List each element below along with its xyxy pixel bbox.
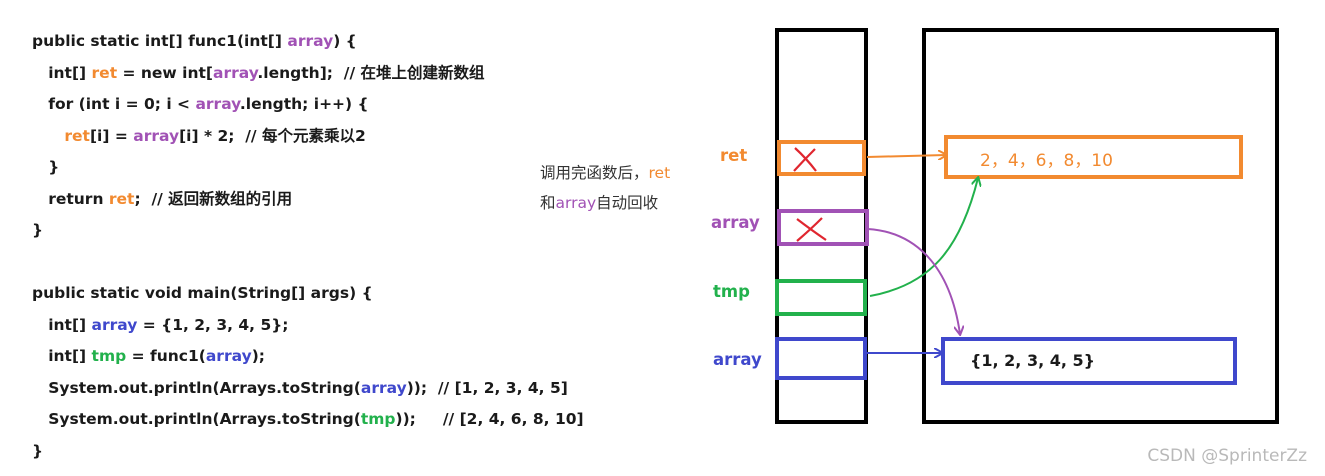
heap-orig-array-values: {1, 2, 3, 4, 5} bbox=[970, 351, 1096, 370]
code-text: return bbox=[48, 189, 109, 208]
note-text: 自动回收 bbox=[596, 194, 659, 212]
code-text: } bbox=[32, 221, 44, 239]
code-text: public static void main(String[] args) { bbox=[32, 284, 373, 302]
gc-note: 调用完函数后，ret 和array自动回收 bbox=[540, 158, 670, 218]
code-var-ret: ret bbox=[91, 63, 118, 82]
code-text: = new int[ bbox=[117, 63, 214, 82]
code-text: int[] bbox=[48, 347, 92, 365]
code-line: } bbox=[32, 436, 584, 468]
code-line: ret[i] = array[i] * 2; // 每个元素乘以2 bbox=[32, 121, 584, 153]
code-var-array: array bbox=[287, 32, 334, 50]
slot-array-func bbox=[777, 209, 869, 246]
code-text: } bbox=[32, 441, 44, 460]
label-array-func: array bbox=[711, 213, 760, 232]
code-text: = func1( bbox=[126, 347, 206, 365]
code-line: } bbox=[32, 152, 584, 184]
note-var-array: array bbox=[555, 194, 597, 212]
code-line: System.out.println(Arrays.toString(array… bbox=[32, 373, 584, 405]
code-var-array: array bbox=[91, 315, 138, 334]
cross-icon bbox=[796, 217, 827, 242]
cross-icon bbox=[793, 147, 817, 172]
code-var-tmp: tmp bbox=[360, 410, 396, 428]
code-var-ret: ret bbox=[108, 189, 135, 208]
code-line: } bbox=[32, 215, 584, 247]
code-line: System.out.println(Arrays.toString(tmp))… bbox=[32, 404, 584, 436]
arrow-ret-to-new-array bbox=[866, 155, 946, 157]
code-text: [i] = bbox=[89, 126, 134, 145]
code-text: )); // [1, 2, 3, 4, 5] bbox=[406, 378, 568, 397]
code-text: for (int i = 0; i < bbox=[48, 95, 196, 113]
arrow-tmp-to-new-array bbox=[869, 178, 978, 297]
code-text: = {1, 2, 3, 4, 5}; bbox=[137, 315, 289, 334]
code-text: public static int[] func1(int[] bbox=[32, 32, 288, 50]
code-block: public static int[] func1(int[] array) {… bbox=[32, 26, 584, 467]
code-line: public static int[] func1(int[] array) { bbox=[32, 26, 584, 58]
heap-orig-array bbox=[941, 337, 1237, 385]
code-text: int[] bbox=[48, 63, 92, 82]
note-var-ret: ret bbox=[648, 164, 671, 182]
code-text: int[] bbox=[48, 315, 92, 334]
label-ret: ret bbox=[720, 146, 748, 165]
code-line: int[] ret = new int[array.length]; // 在堆… bbox=[32, 58, 584, 90]
code-line: int[] array = {1, 2, 3, 4, 5}; bbox=[32, 310, 584, 342]
code-line: for (int i = 0; i < array.length; i++) { bbox=[32, 89, 584, 121]
slot-array-main bbox=[775, 337, 867, 380]
label-array-main: array bbox=[713, 350, 762, 369]
code-var-array: array bbox=[205, 347, 252, 365]
code-text: System.out.println(Arrays.toString( bbox=[48, 378, 361, 397]
slot-tmp bbox=[775, 279, 867, 316]
label-tmp: tmp bbox=[713, 282, 750, 301]
code-var-array: array bbox=[213, 63, 258, 82]
code-text: .length]; // 在堆上创建新数组 bbox=[257, 63, 485, 82]
code-text: [i] * 2; // 每个元素乘以2 bbox=[179, 126, 366, 145]
stack-frame bbox=[775, 28, 868, 424]
code-line: public static void main(String[] args) { bbox=[32, 278, 584, 310]
code-var-ret: ret bbox=[64, 126, 90, 145]
code-text: ; // 返回新数组的引用 bbox=[134, 189, 293, 208]
code-var-array: array bbox=[195, 95, 240, 113]
code-var-array: array bbox=[133, 126, 180, 145]
code-var-tmp: tmp bbox=[91, 347, 127, 365]
arrow-array-to-orig-array bbox=[867, 228, 960, 334]
code-text: )); // [2, 4, 6, 8, 10] bbox=[395, 410, 584, 428]
code-text: ) { bbox=[333, 32, 357, 50]
watermark: CSDN @SprinterZz bbox=[1147, 446, 1307, 466]
code-text: ); bbox=[251, 347, 265, 365]
slot-ret bbox=[777, 140, 866, 176]
heap-frame bbox=[922, 28, 1279, 424]
code-line: int[] tmp = func1(array); bbox=[32, 341, 584, 373]
note-text: 调用完函数后， bbox=[540, 164, 649, 182]
heap-new-array-values: 2，4，6，8，10 bbox=[980, 151, 1113, 171]
code-var-array: array bbox=[360, 378, 407, 397]
code-text: System.out.println(Arrays.toString( bbox=[48, 410, 361, 428]
note-text: 和 bbox=[540, 194, 556, 212]
code-text: .length; i++) { bbox=[239, 95, 369, 113]
code-text: } bbox=[48, 158, 60, 176]
code-line: return ret; // 返回新数组的引用 bbox=[32, 184, 584, 216]
